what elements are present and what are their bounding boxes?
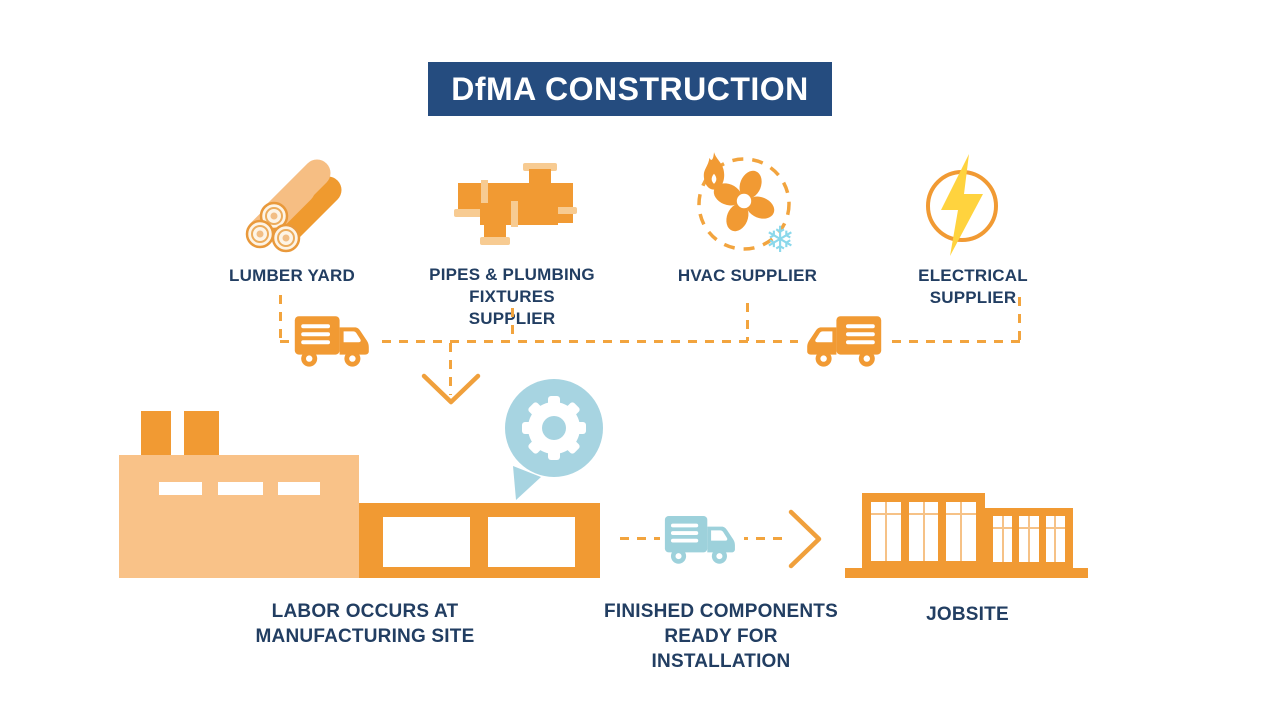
fan-blades-icon <box>713 170 775 232</box>
jobsite-window <box>908 502 939 561</box>
hvac-fan-icon: ❄ <box>685 143 805 263</box>
page-title: DfMA CONSTRUCTION <box>428 62 832 116</box>
finished-components-label: FINISHED COMPONENTS READY FOR INSTALLATI… <box>604 601 838 672</box>
jobsite-left-wing <box>862 493 985 570</box>
connector-factory-dropline <box>449 343 452 395</box>
pipes-icon <box>454 163 577 245</box>
snowflake-icon: ❄ <box>765 220 796 261</box>
jobsite-ground <box>845 568 1088 578</box>
connector-electrical-dropline <box>1018 297 1021 341</box>
jobsite-label: JOBSITE <box>926 604 1009 625</box>
factory-window <box>218 482 263 495</box>
connector-lumber-dropline <box>279 295 282 341</box>
logs-icon <box>245 159 342 253</box>
factory-chimney <box>184 411 219 457</box>
supplier-label-pipes: PIPES & PLUMBING FIXTURES SUPPLIER <box>429 265 595 328</box>
factory-chimney <box>141 411 171 457</box>
gear-speech-bubble-icon <box>505 379 603 500</box>
right-arrow-icon <box>788 509 822 569</box>
flame-icon <box>703 152 725 190</box>
jobsite-window <box>1019 516 1039 562</box>
factory-window <box>278 482 320 495</box>
supplier-label-electrical: ELECTRICAL SUPPLIER <box>918 266 1028 307</box>
supplier-label-hvac: HVAC SUPPLIER <box>677 266 818 285</box>
connector-pipes-dropline <box>511 308 514 341</box>
down-arrow-icon <box>421 373 481 405</box>
factory-loading-bay <box>359 503 600 578</box>
hvac-dashed-circle <box>697 157 791 251</box>
jobsite-window <box>993 516 1013 562</box>
connector-hvac-dropline <box>746 303 749 341</box>
finished-components-truck-icon <box>660 510 744 568</box>
manufacturing-site-label: LABOR OCCURS AT MANUFACTURING SITE <box>255 601 475 647</box>
connector-horizontal-line <box>280 340 1020 343</box>
factory-window <box>159 482 202 495</box>
jobsite-right-wing <box>985 508 1073 570</box>
factory-main-building <box>119 455 359 578</box>
jobsite-window <box>1045 516 1066 562</box>
log-end-rings <box>245 201 301 253</box>
jobsite-window <box>871 502 901 561</box>
lightning-bolt-icon <box>926 154 998 256</box>
jobsite-window <box>946 502 977 561</box>
delivery-truck-left-icon <box>290 310 378 372</box>
factory-bay-door <box>383 517 470 567</box>
supplier-label-lumber: LUMBER YARD <box>229 266 355 285</box>
delivery-truck-right-icon <box>798 310 886 372</box>
factory-bay-door <box>488 517 575 567</box>
